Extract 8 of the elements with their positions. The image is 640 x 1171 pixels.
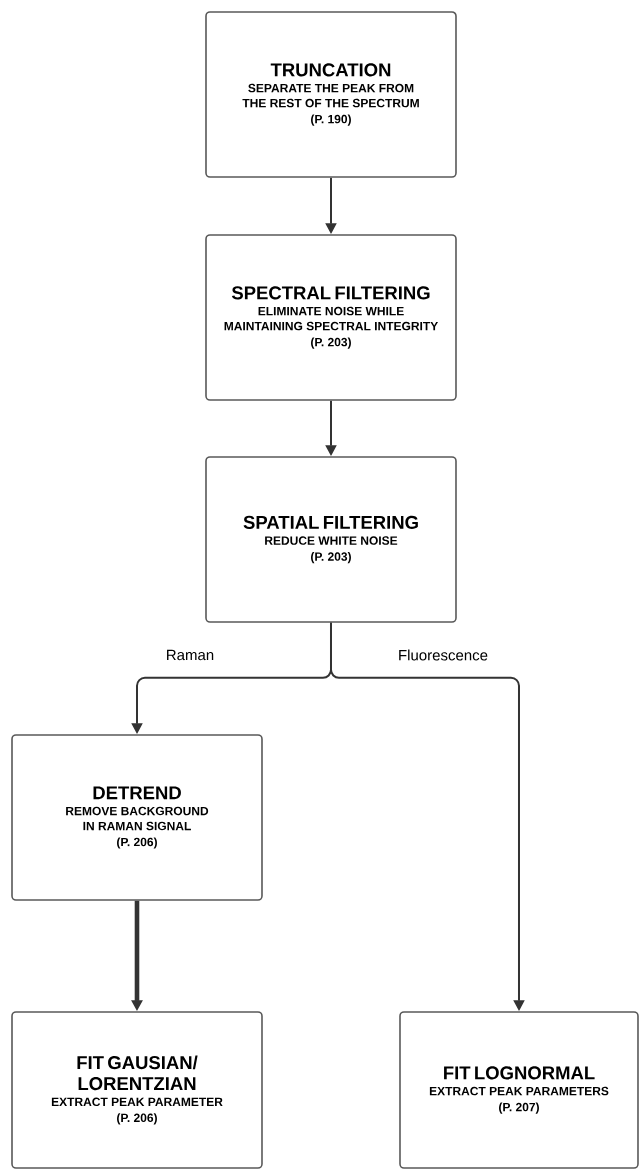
process-box: FIT LOGNORMAL EXTRACT PEAK PARAMETERS (P. 207) (399, 1011, 639, 1169)
process-box: SPATIAL FILTERING REDUCE WHITE NOISE (P. 203) (205, 456, 457, 623)
edge-label: Fluorescence (399, 649, 488, 661)
process-box: TRUNCATION SEPARATE THE PEAK FROM THE REST OF THE SPECTRUM (P. 190) (205, 11, 457, 178)
edge-label: Raman (167, 649, 214, 661)
process-box: FIT GAUSIAN/ LORENTZIAN EXTRACT PEAK PARAMETER (P. 206) (11, 1011, 263, 1169)
process-box: SPECTRAL FILTERING ELIMINATE NOISE WHILE MAINTAINING SPECTRAL INTEGRITY (P. 203) (205, 234, 457, 401)
process-box: DETREND REMOVE BACKGROUND IN RAMAN SIGNAL (P. 206) (11, 734, 263, 901)
